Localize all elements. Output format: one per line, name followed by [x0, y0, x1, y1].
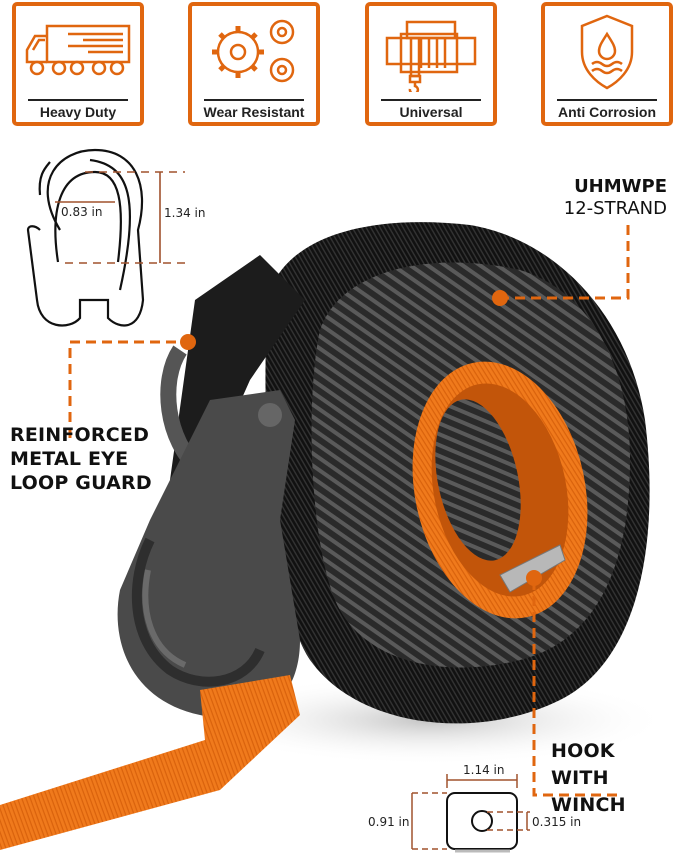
winch-icon [369, 12, 493, 92]
feature-anti-corrosion: Anti Corrosion [541, 2, 673, 126]
lug-height-label: 0.91 in [368, 815, 410, 829]
thimble-dimension-lines [55, 171, 185, 264]
thimble-height-label: 1.34 in [164, 206, 206, 220]
material-callout: UHMWPE 12-STRAND [564, 176, 667, 220]
feature-label: Anti Corrosion [558, 104, 656, 120]
divider [381, 99, 481, 101]
lug-width-label: 1.14 in [463, 763, 505, 777]
guard-line-2: METAL EYE [10, 448, 129, 470]
guard-callout: REINFORCED METAL EYE LOOP GUARD [10, 423, 152, 495]
guard-line-1: REINFORCED [10, 424, 150, 446]
lug-hole-label: 0.315 in [532, 815, 582, 829]
material-title: UHMWPE [574, 176, 667, 197]
lug-drawing [411, 774, 530, 853]
rope-coil [265, 222, 650, 724]
feature-label: Universal [399, 104, 463, 120]
hook-drawing [0, 255, 305, 850]
divider [204, 99, 304, 101]
material-subtitle: 12-STRAND [563, 198, 667, 219]
divider [28, 99, 128, 101]
hook-line-1: HOOK [551, 740, 615, 762]
thimble-drawing [26, 148, 145, 327]
divider [557, 99, 657, 101]
truck-icon [16, 12, 140, 92]
gears-icon [192, 12, 316, 92]
callout-dots [180, 290, 542, 586]
feature-universal: Universal [365, 2, 497, 126]
guard-line-3: LOOP GUARD [10, 472, 152, 494]
feature-wear-resistant: Wear Resistant [188, 2, 320, 126]
shield-water-icon [545, 12, 669, 92]
thimble-width-label: 0.83 in [61, 205, 103, 219]
feature-heavy-duty: Heavy Duty [12, 2, 144, 126]
hook-line-2: WITH WINCH [551, 767, 626, 816]
hook-callout: HOOK WITH WINCH [551, 738, 679, 819]
feature-label: Wear Resistant [203, 104, 305, 120]
callout-lines [68, 225, 630, 797]
feature-label: Heavy Duty [39, 104, 117, 120]
